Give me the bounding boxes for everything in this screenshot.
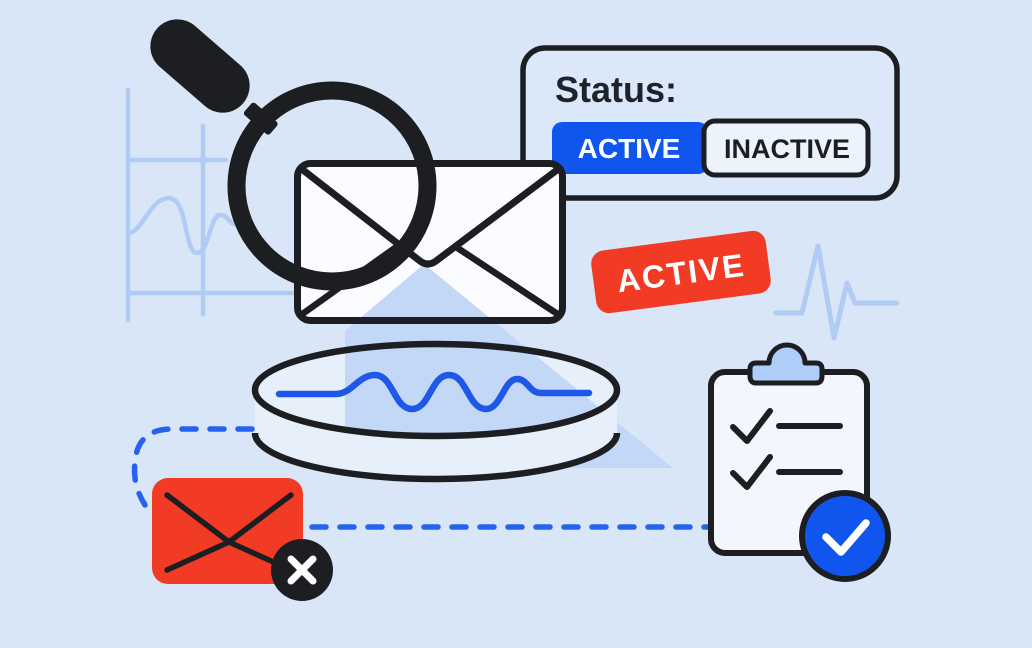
petri-dish-rim [251, 340, 621, 440]
heartbeat-line-decoration [773, 243, 900, 341]
envelope-crease-right [452, 243, 563, 319]
petri-dish-icon [251, 340, 621, 483]
line-chart-decoration [125, 87, 345, 323]
envelope-flap [299, 166, 561, 268]
signal-wave [275, 371, 593, 413]
active-badge-background [591, 230, 771, 314]
toggle-inactive-label[interactable]: INACTIVE [724, 134, 850, 164]
clipboard-checklist-icon [708, 342, 891, 582]
checklist-rows [730, 408, 843, 490]
rejected-envelope-icon [152, 478, 333, 601]
magnifier-lens [227, 81, 437, 291]
chart-curve [125, 195, 239, 256]
petri-dish-side [255, 390, 617, 479]
toggle-active-button[interactable] [552, 122, 708, 174]
checkmark-row2 [730, 454, 773, 490]
dashed-connector [131, 426, 711, 530]
magnifier-handle [150, 19, 250, 113]
status-panel: Status: ACTIVE INACTIVE [520, 45, 900, 201]
toggle-active-label[interactable]: ACTIVE [578, 133, 681, 164]
active-badge: ACTIVE [591, 230, 771, 314]
x-mark-icon [287, 555, 317, 585]
check-circle-icon [799, 490, 891, 582]
magnifier-icon [150, 19, 437, 291]
dashed-connector-curve [131, 426, 255, 508]
clipboard-clip [747, 342, 825, 386]
checkmark-row1 [730, 408, 773, 444]
toggle-inactive-button[interactable] [701, 118, 871, 178]
check-circle-checkmark [822, 519, 870, 556]
petri-dish-bottom [251, 432, 621, 483]
status-panel-title: Status: [555, 69, 677, 110]
